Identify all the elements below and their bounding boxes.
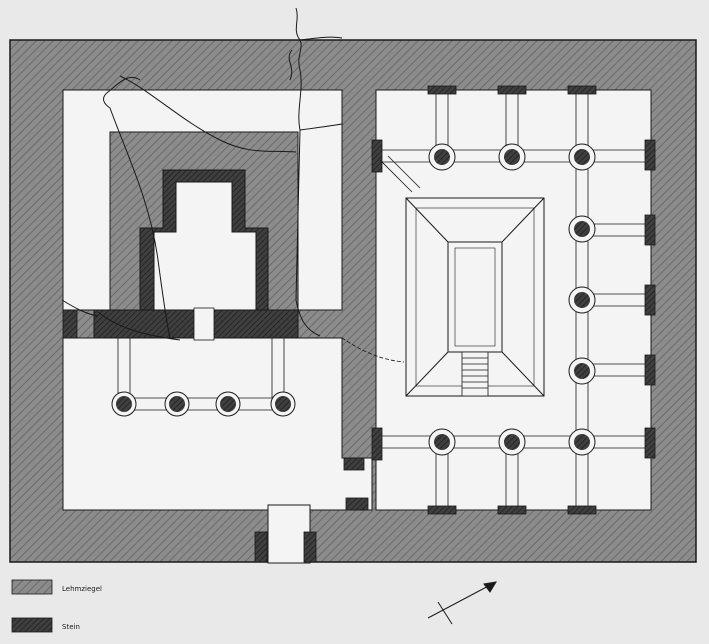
column: [498, 428, 526, 456]
excavation-trench-lines: [61, 7, 343, 341]
legend-swatch-mudbrick: [11, 579, 53, 595]
front-hall-lines: [117, 338, 285, 411]
altar-stairs: [461, 351, 489, 397]
legend: Lehmziegel Stein: [11, 579, 102, 633]
legend-swatch-stone: [11, 617, 53, 633]
column: [568, 143, 596, 171]
sanctuary: [93, 169, 299, 341]
column: [215, 391, 241, 417]
rear-hall-floor: [62, 89, 343, 311]
columns: [111, 143, 596, 456]
sanctuary-doorway: [193, 307, 215, 341]
column: [428, 428, 456, 456]
front-hall-floor: [62, 337, 373, 511]
column: [568, 428, 596, 456]
sanctuary-inner-room: [153, 181, 257, 311]
column: [568, 357, 596, 385]
column: [111, 391, 137, 417]
column: [568, 215, 596, 243]
legend-item-mudbrick: Lehmziegel: [11, 579, 102, 595]
stone-pilasters: [62, 85, 656, 563]
column: [498, 143, 526, 171]
legend-item-stone: Stein: [11, 617, 80, 633]
entrance-passage: [267, 504, 311, 564]
column: [270, 391, 296, 417]
courtyard-crack-lines: [341, 155, 421, 363]
legend-label-stone: Stein: [62, 623, 80, 631]
column: [428, 143, 456, 171]
column: [568, 286, 596, 314]
column: [164, 391, 190, 417]
north-arrow-icon: [427, 581, 497, 625]
legend-label-mudbrick: Lehmziegel: [62, 585, 102, 593]
